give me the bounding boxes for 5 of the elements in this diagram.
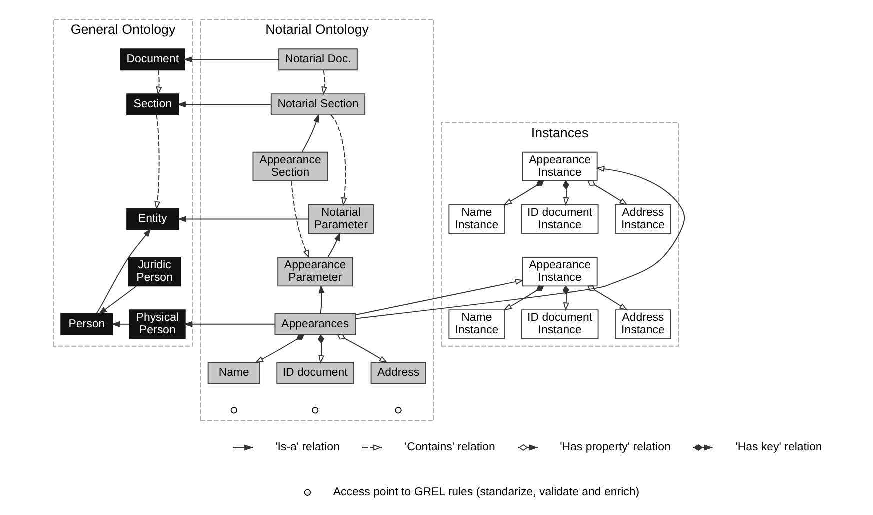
legend-label: Access point to GREL rules (standarize, validate and enrich) bbox=[332, 486, 640, 499]
legend-label: 'Has key' relation bbox=[735, 442, 822, 454]
legend-label: 'Is-a' relation bbox=[275, 442, 340, 454]
legend-label: 'Has property' relation bbox=[560, 442, 670, 454]
legend-label: 'Contains' relation bbox=[404, 442, 495, 454]
